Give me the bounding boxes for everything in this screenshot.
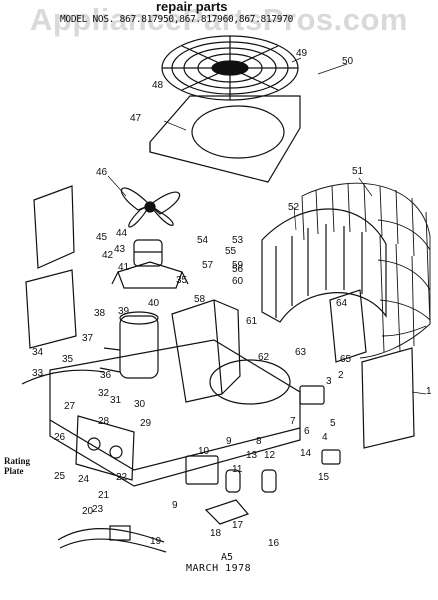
- callout-62: 62: [258, 352, 270, 363]
- callout-24: 24: [78, 474, 90, 485]
- callout-50: 50: [342, 56, 354, 67]
- callout-4: 4: [322, 432, 328, 443]
- callout-9: 9: [172, 500, 178, 511]
- rating-plate-label: Rating Plate: [4, 456, 31, 476]
- base-pan: [49, 339, 301, 487]
- callout-5: 5: [330, 418, 336, 429]
- callout-61: 61: [246, 316, 258, 327]
- callout-42: 42: [102, 250, 114, 261]
- callout-10: 10: [198, 446, 210, 457]
- callout-11: 11: [232, 464, 243, 475]
- callout-15: 15: [318, 472, 330, 483]
- callout-9: 9: [226, 436, 232, 447]
- callout-23: 23: [92, 504, 104, 515]
- condenser-coil: [261, 208, 387, 323]
- callout-35: 35: [62, 354, 74, 365]
- callout-55: 55: [225, 246, 237, 257]
- callout-30: 30: [134, 399, 146, 410]
- callout-29: 29: [140, 418, 152, 429]
- side-panel-right: [361, 347, 415, 449]
- callout-12: 12: [264, 450, 276, 461]
- watermark: AppliancePartsPros.com: [30, 2, 408, 37]
- callout-53: 53: [232, 235, 244, 246]
- compressor: [99, 311, 159, 379]
- callout-14: 14: [300, 448, 312, 459]
- callout-38: 38: [94, 308, 106, 319]
- callout-51: 51: [352, 166, 364, 177]
- callout-47: 47: [130, 113, 142, 124]
- callout-6: 6: [304, 426, 310, 437]
- callout-37: 37: [82, 333, 94, 344]
- callout-35: 35: [176, 275, 188, 286]
- callout-63: 63: [295, 347, 307, 358]
- footer-date: MARCH 1978: [186, 563, 252, 574]
- callout-25: 25: [54, 471, 66, 482]
- side-panel-left: [33, 185, 75, 269]
- callout-54: 54: [197, 235, 209, 246]
- access-panel: [25, 269, 77, 349]
- callout-19: 19: [150, 536, 162, 547]
- callout-8: 8: [256, 436, 262, 447]
- fan-motor-assembly: [111, 239, 189, 289]
- callout-33: 33: [32, 368, 44, 379]
- callout-26: 26: [54, 432, 66, 443]
- callout-56: 56: [232, 264, 244, 275]
- callout-52: 52: [288, 202, 300, 213]
- callout-13: 13: [246, 450, 258, 461]
- footer-code: A5: [221, 552, 234, 563]
- electrical-components: [185, 385, 341, 493]
- callout-49: 49: [296, 48, 308, 59]
- callout-65: 65: [340, 354, 352, 365]
- callout-20: 20: [82, 506, 94, 517]
- callout-60: 60: [232, 276, 244, 287]
- callout-41: 41: [118, 262, 130, 273]
- callout-2: 2: [338, 370, 344, 381]
- callout-48: 48: [152, 80, 164, 91]
- callout-44: 44: [116, 228, 128, 239]
- mounting-bracket: [204, 499, 250, 525]
- callout-39: 39: [118, 306, 130, 317]
- callout-32: 32: [98, 388, 110, 399]
- callout-7: 7: [290, 416, 296, 427]
- fan-blade: [120, 187, 181, 228]
- callout-21: 21: [98, 490, 110, 501]
- page-title: repair parts: [156, 0, 228, 14]
- callout-16: 16: [268, 538, 280, 549]
- refrigerant-tubing: [21, 369, 105, 385]
- callout-22: 22: [116, 472, 128, 483]
- callout-3: 3: [326, 376, 332, 387]
- service-valve-plate: [75, 415, 135, 481]
- wiring-harness: [57, 525, 167, 553]
- callout-31: 31: [110, 395, 122, 406]
- callout-18: 18: [210, 528, 222, 539]
- callout-27: 27: [64, 401, 76, 412]
- callout-28: 28: [98, 416, 110, 427]
- callout-43: 43: [114, 244, 126, 255]
- top-cover-panel: [149, 95, 301, 183]
- callout-64: 64: [336, 298, 348, 309]
- wire-guard-grille: [301, 182, 431, 359]
- coil-end-plate: [329, 289, 367, 363]
- callout-1: 1: [426, 386, 432, 397]
- callout-46: 46: [96, 167, 108, 178]
- callout-59: 59: [232, 260, 244, 271]
- control-partition: [171, 299, 241, 403]
- model-numbers: MODEL NOS. 867.817950,867.817960,867.817…: [60, 14, 294, 25]
- callout-17: 17: [232, 520, 244, 531]
- callout-leaders: [107, 57, 427, 395]
- callout-58: 58: [194, 294, 206, 305]
- fan-guard-grille: [161, 35, 299, 101]
- callout-34: 34: [32, 347, 44, 358]
- callout-57: 57: [202, 260, 214, 271]
- callout-40: 40: [148, 298, 160, 309]
- callout-45: 45: [96, 232, 108, 243]
- callout-36: 36: [100, 370, 112, 381]
